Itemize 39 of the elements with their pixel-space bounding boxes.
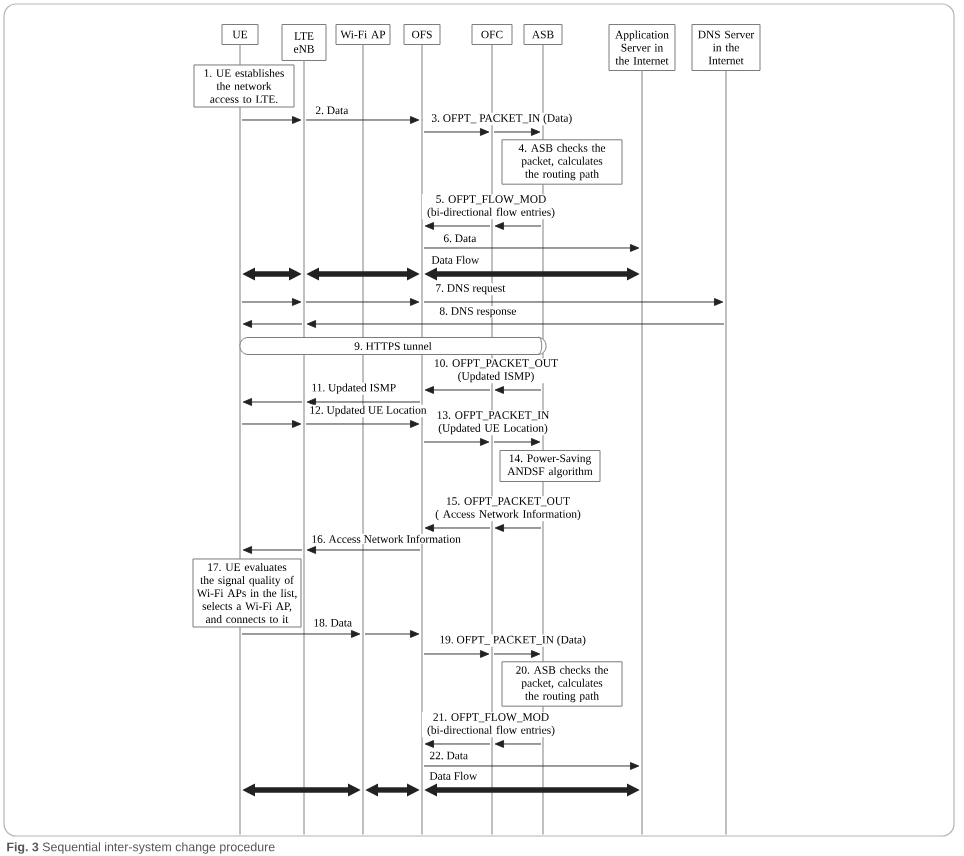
arrow bbox=[423, 438, 490, 446]
arrow bbox=[423, 650, 490, 658]
arrow bbox=[305, 420, 420, 428]
arrow bbox=[305, 298, 420, 306]
lifeline bbox=[362, 44, 364, 835]
lifeline bbox=[239, 44, 241, 835]
arrow bbox=[241, 630, 361, 638]
arrow bbox=[493, 650, 541, 658]
lifeline bbox=[725, 70, 727, 835]
arrow bbox=[242, 398, 303, 406]
lifeline bbox=[641, 70, 643, 835]
arrow bbox=[423, 298, 724, 306]
arrow bbox=[423, 762, 640, 770]
lifeline bbox=[491, 44, 493, 835]
arrow bbox=[241, 116, 302, 124]
arrow bbox=[423, 128, 490, 136]
lifeline bbox=[421, 44, 423, 835]
arrow bbox=[493, 128, 541, 136]
arrow bbox=[424, 740, 491, 748]
arrow bbox=[424, 386, 491, 394]
arrow bbox=[306, 546, 421, 554]
arrow bbox=[306, 320, 725, 328]
arrow bbox=[494, 386, 542, 394]
arrow bbox=[424, 222, 491, 230]
arrow bbox=[305, 116, 420, 124]
arrow bbox=[306, 398, 421, 406]
arrow bbox=[494, 740, 542, 748]
lifeline bbox=[303, 60, 305, 835]
arrow bbox=[241, 298, 302, 306]
arrow bbox=[242, 546, 303, 554]
arrow bbox=[242, 320, 303, 328]
arrow bbox=[241, 420, 302, 428]
arrow bbox=[494, 524, 542, 532]
arrow bbox=[494, 222, 542, 230]
arrow bbox=[364, 630, 420, 638]
arrow bbox=[424, 524, 491, 532]
arrow bbox=[423, 244, 640, 252]
arrow bbox=[493, 438, 541, 446]
lifeline bbox=[542, 44, 544, 835]
